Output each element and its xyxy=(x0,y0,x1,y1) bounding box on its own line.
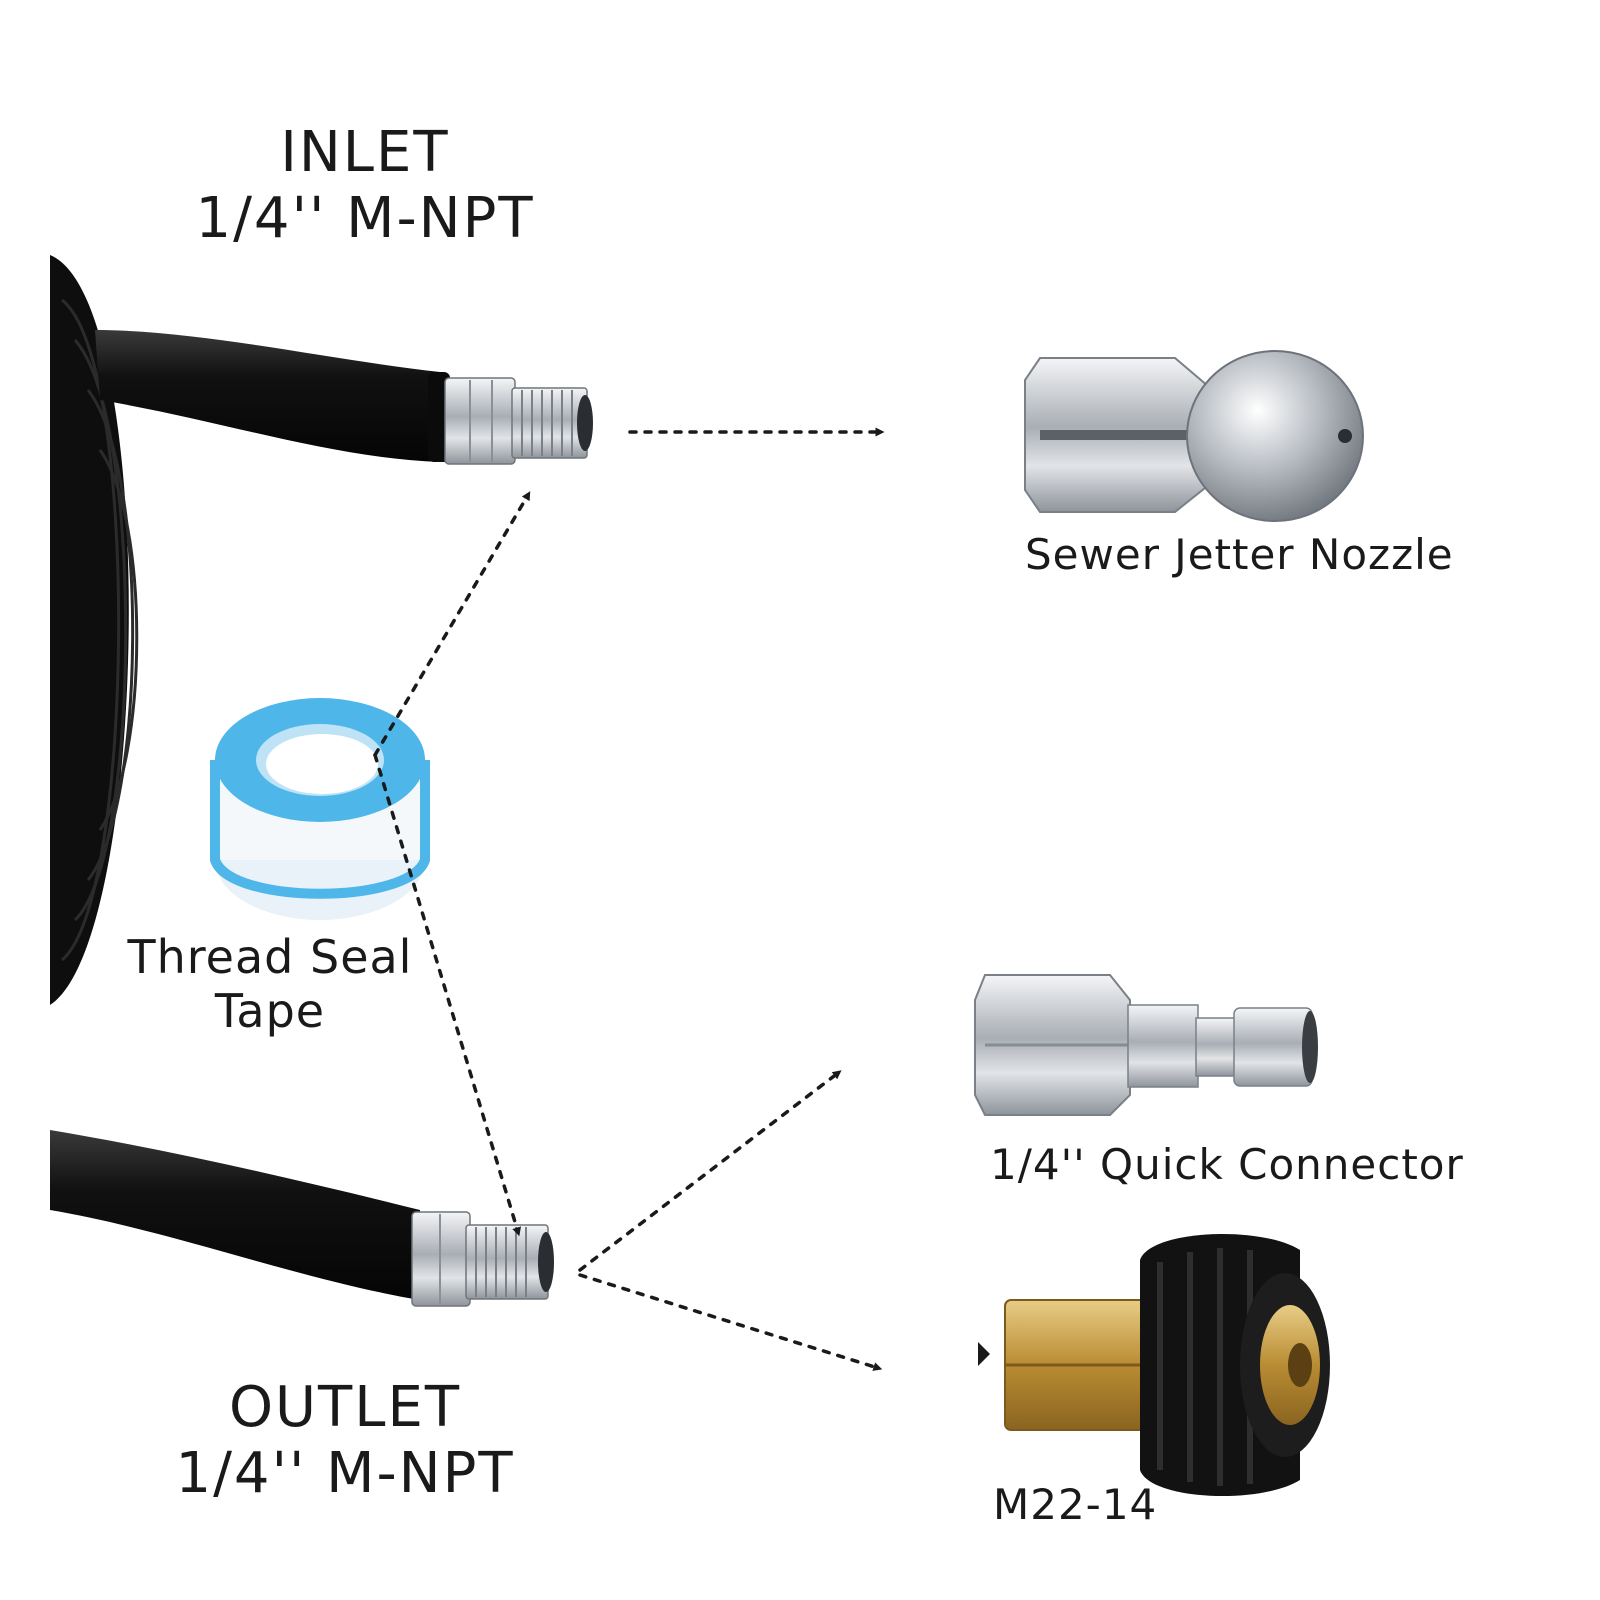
thread-seal-tape-line1: Thread Seal xyxy=(127,930,413,984)
thread-seal-tape-line2: Tape xyxy=(214,984,326,1039)
sewer-jetter-nozzle-label: Sewer Jetter Nozzle xyxy=(1025,530,1454,579)
arrow-outlet-to-quick-connector xyxy=(578,1070,842,1272)
inlet-label: INLET 1/4'' M-NPT xyxy=(180,120,550,252)
outlet-spec: 1/4'' M-NPT xyxy=(175,1441,515,1507)
inlet-title: INLET xyxy=(280,120,450,185)
inlet-spec: 1/4'' M-NPT xyxy=(195,186,535,252)
m22-pointer-tick xyxy=(978,1342,990,1366)
quick-connector-label: 1/4'' Quick Connector xyxy=(990,1140,1464,1189)
outlet-title: OUTLET xyxy=(228,1375,462,1440)
quick-connector-image xyxy=(974,974,1318,1116)
sewer-jetter-nozzle-image xyxy=(1024,350,1364,522)
arrow-outlet-to-m22 xyxy=(578,1273,883,1371)
connector-arrows xyxy=(373,427,885,1371)
hose-coil xyxy=(50,255,139,1005)
inlet-hose-end xyxy=(95,330,593,465)
outlet-label: OUTLET 1/4'' M-NPT xyxy=(160,1375,530,1507)
thread-seal-tape-image xyxy=(210,698,430,920)
thread-seal-tape-label: Thread Seal Tape xyxy=(95,930,445,1039)
arrow-tape-to-inlet xyxy=(373,491,531,757)
outlet-hose-end xyxy=(50,1130,554,1307)
m22-coupler-image xyxy=(1004,1233,1330,1497)
m22-label: M22-14 xyxy=(993,1480,1158,1529)
